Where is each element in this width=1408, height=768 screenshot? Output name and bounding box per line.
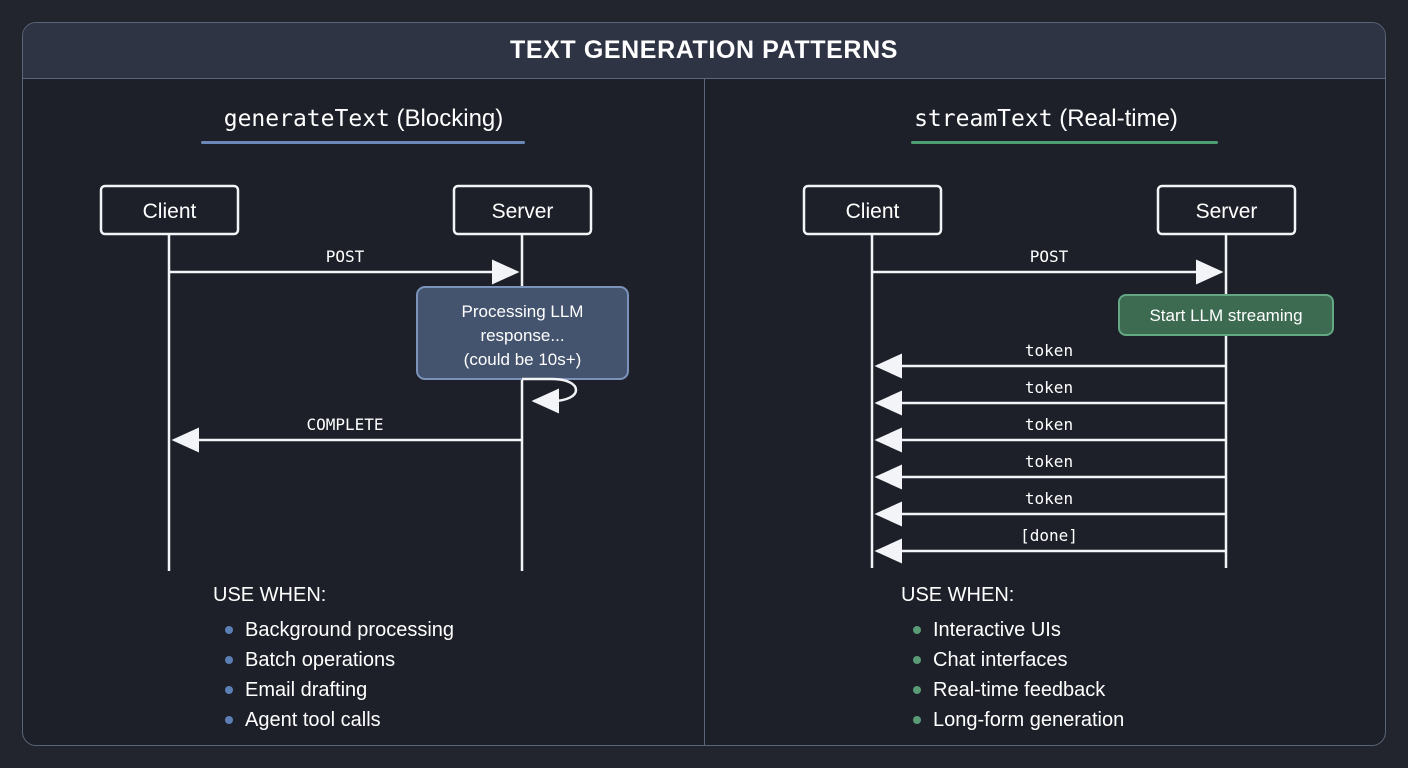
left-panel-heading: generateText (Blocking) <box>23 105 704 133</box>
list-item: Chat interfaces <box>901 645 1124 675</box>
right-use-when-title: USE WHEN: <box>901 584 1015 606</box>
list-item-label: Agent tool calls <box>245 708 381 731</box>
message-label-token-4: token <box>1025 452 1073 471</box>
list-item: Agent tool calls <box>213 705 454 735</box>
bullet-icon <box>225 716 233 724</box>
card-header: TEXT GENERATION PATTERNS <box>23 23 1385 79</box>
bullet-icon <box>913 716 921 724</box>
note-line-1: Start LLM streaming <box>1149 306 1302 325</box>
list-item-label: Background processing <box>245 618 455 641</box>
message-label-token-2: token <box>1025 378 1073 397</box>
message-label-complete: COMPLETE <box>306 415 383 434</box>
panel-divider <box>704 79 705 745</box>
bullet-icon <box>913 686 921 694</box>
left-heading-rest: (Blocking) <box>389 105 504 132</box>
actor-box-client <box>99 184 240 236</box>
message-label-done: [done] <box>1020 526 1078 545</box>
left-use-when-block: USE WHEN: Background processing Batch op… <box>213 584 454 735</box>
actor-label-client: Client <box>143 200 197 223</box>
message-label-token-3: token <box>1025 415 1073 434</box>
note-line-2: response... <box>480 326 564 345</box>
self-message-loop <box>522 377 578 414</box>
list-item: Real-time feedback <box>901 675 1124 705</box>
message-label-token-5: token <box>1025 489 1073 508</box>
list-item: Background processing <box>213 615 454 645</box>
panel-stream-text: streamText (Real-time) Client <box>705 79 1385 745</box>
actor-box-server <box>452 184 593 236</box>
left-use-when-title: USE WHEN: <box>213 584 327 606</box>
right-panel-heading: streamText (Real-time) <box>705 105 1385 133</box>
list-item: Batch operations <box>213 645 454 675</box>
diagram-card: TEXT GENERATION PATTERNS generateText (B… <box>22 22 1386 746</box>
list-item: Interactive UIs <box>901 615 1124 645</box>
left-heading-mono: generateText <box>223 106 390 132</box>
note-start-llm-streaming <box>1118 294 1334 336</box>
list-item-label: Long-form generation <box>933 708 1125 731</box>
left-sequence-diagram: Client Server POST Processing LLM respon… <box>99 184 629 571</box>
bullet-icon <box>913 656 921 664</box>
list-item-label: Interactive UIs <box>933 618 1061 641</box>
right-heading-underline <box>911 141 1218 144</box>
right-sequence-diagram: Client Server POST Start LLM streaming t… <box>802 184 1334 568</box>
actor-label-client: Client <box>846 200 900 223</box>
right-use-when-block: USE WHEN: Interactive UIs Chat interface… <box>901 584 1124 735</box>
actor-box-client <box>802 184 943 236</box>
list-item-label: Email drafting <box>245 678 368 701</box>
bullet-icon <box>225 656 233 664</box>
list-item: Long-form generation <box>901 705 1124 735</box>
actor-label-server: Server <box>1196 200 1258 223</box>
bullet-icon <box>225 626 233 634</box>
actor-label-server: Server <box>492 200 554 223</box>
left-heading-underline <box>201 141 525 144</box>
list-item-label: Real-time feedback <box>933 678 1106 701</box>
note-line-1: Processing LLM <box>462 302 584 321</box>
list-item-label: Chat interfaces <box>933 648 1068 671</box>
page-title: TEXT GENERATION PATTERNS <box>509 36 899 64</box>
bullet-icon <box>913 626 921 634</box>
panel-generate-text: generateText (Blocking) Client <box>23 79 704 745</box>
bullet-icon <box>225 686 233 694</box>
message-label-post: POST <box>1030 247 1069 266</box>
right-use-when-list: Interactive UIs Chat interfaces Real-tim… <box>901 615 1124 735</box>
note-line-3: (could be 10s+) <box>464 350 582 369</box>
actor-box-server <box>1156 184 1297 236</box>
right-heading-rest: (Real-time) <box>1052 105 1178 132</box>
message-label-post: POST <box>326 247 365 266</box>
message-label-token-1: token <box>1025 341 1073 360</box>
list-item: Email drafting <box>213 675 454 705</box>
right-heading-mono: streamText <box>914 106 1053 132</box>
list-item-label: Batch operations <box>245 648 396 671</box>
left-use-when-list: Background processing Batch operations E… <box>213 615 454 735</box>
